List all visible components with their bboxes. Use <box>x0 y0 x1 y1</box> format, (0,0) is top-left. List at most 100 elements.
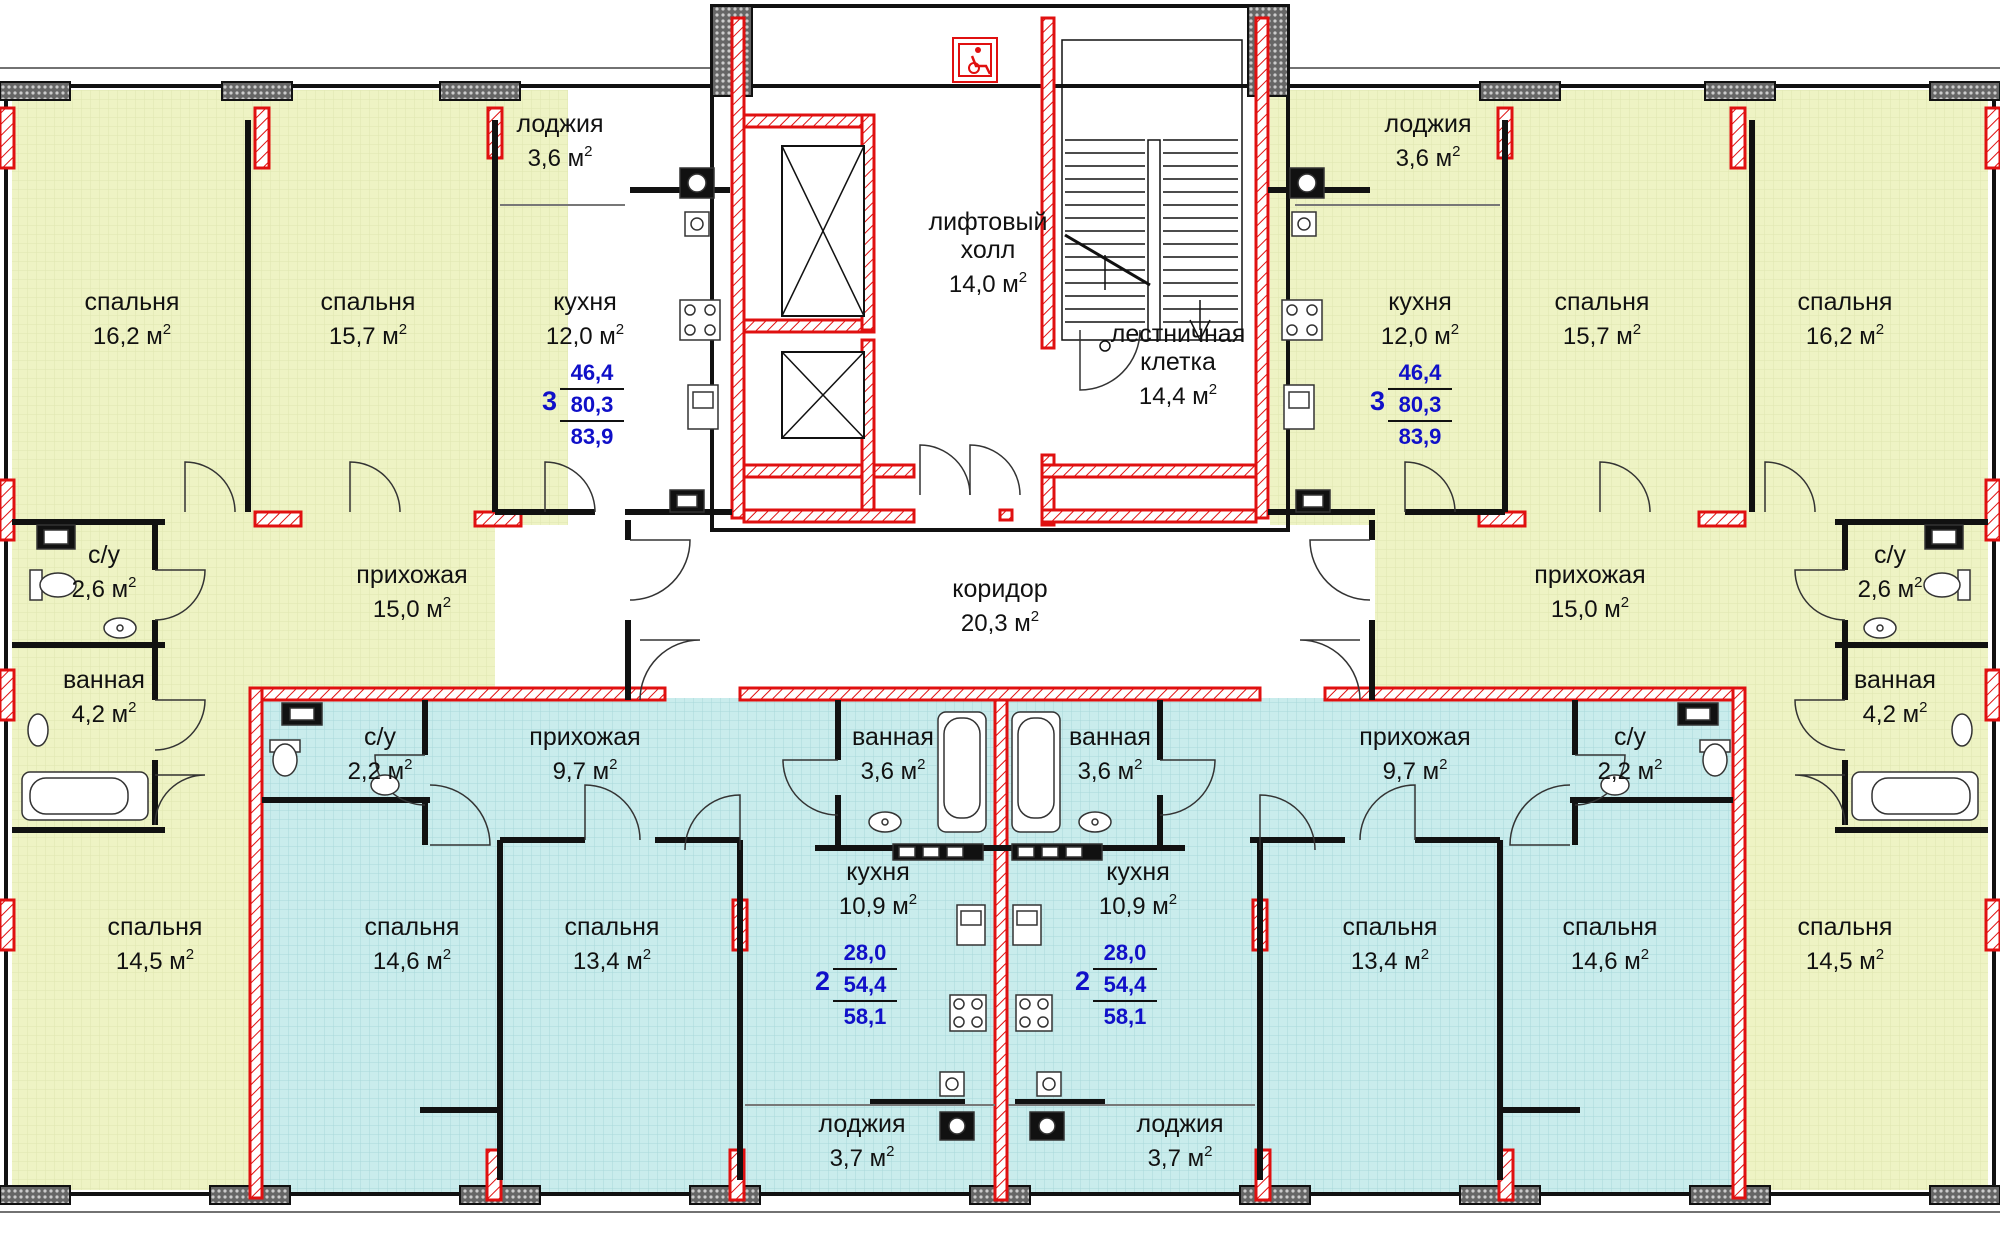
room-label-cr-wc: с/у2,2 м2 <box>1598 723 1663 785</box>
room-label-cl-hall: прихожая 9,7 м2 <box>529 723 640 785</box>
room-area: 2,6 м2 <box>1858 574 1923 603</box>
sink-icon <box>1012 904 1042 946</box>
room-area: 12,0 м2 <box>546 321 624 350</box>
room-area: 4,2 м2 <box>72 699 137 728</box>
bathtub-icon <box>1011 711 1061 833</box>
room-label-r-wc: с/у2,6 м2 <box>1858 541 1923 603</box>
room-name: ванная <box>1069 723 1151 751</box>
room-name: кухня <box>846 858 910 886</box>
sink-icon <box>1863 617 1897 639</box>
room-area: 3,6 м2 <box>1078 756 1143 785</box>
room-area: 14,6 м2 <box>1571 946 1649 975</box>
door-swings <box>154 329 1846 851</box>
room-name: прихожая <box>529 723 640 751</box>
room-name: кухня <box>1388 288 1452 316</box>
apartment-total-area: 54,4 <box>1104 972 1148 997</box>
apartment-living-area: 28,0 <box>844 940 887 965</box>
room-area: 16,2 м2 <box>1806 321 1884 350</box>
room-area: 12,0 м2 <box>1381 321 1459 350</box>
room-name: холл <box>961 236 1016 264</box>
room-name: спальня <box>108 913 203 941</box>
sink-icon <box>1078 811 1112 833</box>
sink-icon <box>956 904 986 946</box>
room-area: 20,3 м2 <box>961 608 1039 637</box>
apartment-summary-apt-2-left: 228,054,458,1 <box>815 940 897 1029</box>
room-area: 14,0 м2 <box>949 269 1027 298</box>
room-area: 14,6 м2 <box>373 946 451 975</box>
room-name: ванная <box>1854 666 1936 694</box>
apartment-total-area: 54,4 <box>844 972 888 997</box>
room-area: 14,4 м2 <box>1139 381 1217 410</box>
floor-fills <box>12 90 1988 1195</box>
room-name: с/у <box>364 723 396 751</box>
room-area: 2,2 м2 <box>348 756 413 785</box>
room-name: лоджия <box>516 110 603 138</box>
apartment-labels: 346,480,383,9346,480,383,9228,054,458,12… <box>542 360 1452 1029</box>
room-area: 10,9 м2 <box>839 891 917 920</box>
room-area: 9,7 м2 <box>553 756 618 785</box>
room-name: спальня <box>1798 913 1893 941</box>
elevator-shaft-icon <box>781 145 865 439</box>
room-area: 15,0 м2 <box>373 594 451 623</box>
bathtub-icon <box>21 771 149 821</box>
room-area: 3,6 м2 <box>861 756 926 785</box>
vent-shaft-icon <box>1295 489 1331 513</box>
bathtub-icon <box>937 711 987 833</box>
stove-icon <box>679 299 721 341</box>
stair-icon <box>1061 39 1243 352</box>
sink-icon <box>370 774 400 796</box>
apartment-living-area: 46,4 <box>571 360 615 385</box>
room-name: спальня <box>1555 288 1650 316</box>
sink-icon <box>103 617 137 639</box>
room-name: кухня <box>1106 858 1170 886</box>
room-area: 4,2 м2 <box>1863 699 1928 728</box>
room-area: 15,0 м2 <box>1551 594 1629 623</box>
room-name: спальня <box>1563 913 1658 941</box>
room-name: спальня <box>321 288 416 316</box>
room-label-cr-bath: ванная 3,6 м2 <box>1069 723 1151 785</box>
toilet-icon <box>269 739 301 777</box>
room-name: с/у <box>1614 723 1646 751</box>
interior-walls <box>12 120 1988 1180</box>
fixtures <box>21 167 1979 1141</box>
apartment-total-area: 80,3 <box>571 392 614 417</box>
room-area: 15,7 м2 <box>329 321 407 350</box>
vent-shaft-icon <box>1289 167 1325 199</box>
apartment-room-count: 2 <box>1075 966 1090 996</box>
sink-icon <box>868 811 902 833</box>
room-area: 3,7 м2 <box>1148 1143 1213 1172</box>
room-area: 14,5 м2 <box>1806 946 1884 975</box>
room-name: лоджия <box>1384 110 1471 138</box>
room-area: 13,4 м2 <box>573 946 651 975</box>
room-label-r-bath: ванная 4,2 м2 <box>1854 666 1936 728</box>
room-label-cl-wc: с/у 2,2 м2 <box>348 723 413 785</box>
room-area: 3,7 м2 <box>830 1143 895 1172</box>
fire-walls <box>0 16 2000 1202</box>
apartment-total-area-with-loggia: 58,1 <box>844 1004 887 1029</box>
apartment-summary-apt-3-right: 346,480,383,9 <box>1370 360 1452 449</box>
apartment-living-area: 46,4 <box>1399 360 1443 385</box>
room-label-r-kitchen: кухня 12,0 м2 <box>1381 288 1459 350</box>
apartment-total-area-with-loggia: 83,9 <box>571 424 614 449</box>
bathtub-icon <box>1851 771 1979 821</box>
room-name: лестничная <box>1111 320 1246 348</box>
room-name: спальня <box>1343 913 1438 941</box>
room-area: 3,6 м2 <box>1396 143 1461 172</box>
room-area: 3,6 м2 <box>528 143 593 172</box>
apartment-room-count: 3 <box>542 386 557 416</box>
toilet-icon <box>29 569 77 601</box>
